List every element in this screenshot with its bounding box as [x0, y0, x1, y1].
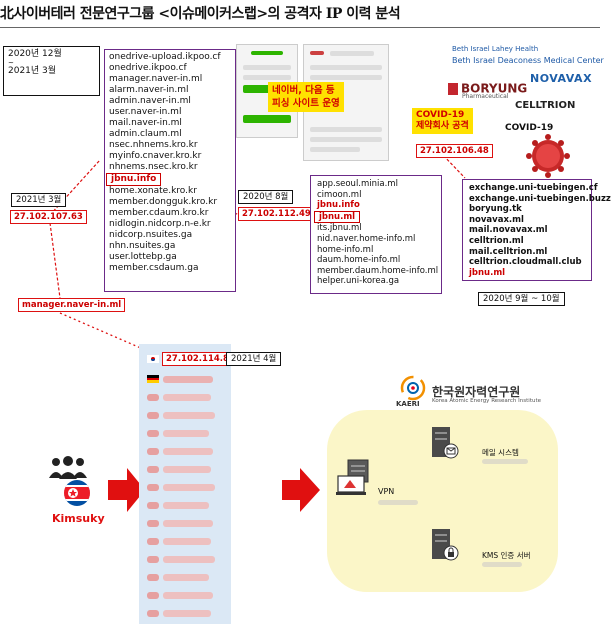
kaeri-logo-icon	[400, 375, 426, 401]
mail-system-label: 메일 시스템	[482, 448, 519, 457]
left-ip-date: 2021년 3월	[11, 193, 67, 207]
covid-attack-label: COVID-19 제약회사 공격	[412, 108, 473, 134]
mail-blurred-text	[482, 459, 528, 464]
vpn-blurred-text	[378, 500, 418, 505]
boryung-sub: Pharmaceutical	[462, 93, 509, 100]
covid-attack-line2: 제약회사 공격	[416, 121, 469, 131]
domain-item: user.lottebp.ga	[109, 252, 177, 262]
domain-item-highlight: jbnu.ml	[314, 210, 361, 224]
domain-item: mail.celltrion.ml	[469, 246, 548, 257]
domain-item: app.seoul.minia.ml	[317, 179, 398, 189]
domain-list-mid: app.seoul.minia.ml cimoon.ml jbnu.info j…	[310, 175, 442, 294]
domain-item: boryung.tk	[469, 204, 522, 215]
domain-item: onedrive.ikpoo.cf	[109, 63, 187, 73]
domain-item: nhnems.nsec.kro.kr	[109, 162, 198, 172]
domain-item: mail.novavax.ml	[469, 225, 548, 236]
novavax-logo: NOVAVAX	[530, 72, 593, 85]
arrow-kimsuky-to-panel	[108, 468, 145, 512]
hacker-group-icon	[49, 456, 87, 479]
domain-item: nid.naver.home-info.ml	[317, 233, 416, 244]
page-title: 北사이버테러 전문연구그룹 <이슈메이커스랩>의 공격자 IP 이력 분석	[0, 6, 401, 22]
domain-item: admin.claum.ml	[109, 129, 182, 139]
domain-item: alarm.naver-in.ml	[109, 85, 189, 95]
domain-item: helper.uni-korea.ga	[317, 276, 400, 287]
domain-item: home.xonate.kro.kr	[109, 186, 197, 196]
kaeri-name: 한국원자력연구원	[432, 385, 521, 399]
celltrion-logo: CELLTRION	[515, 100, 576, 111]
vpn-server-icon	[336, 459, 369, 495]
domain-item: exchange.uni-tuebingen.buzz	[469, 193, 611, 204]
domain-item-highlight: jbnu.info	[106, 173, 162, 186]
domain-item: nsec.nhnems.kro.kr	[109, 140, 198, 150]
boryung-logo: BORYUNG	[448, 78, 527, 97]
link-left-ip-manager	[49, 222, 61, 299]
phishing-label: 네이버, 다음 등 피싱 사이트 운영	[268, 82, 344, 112]
kaeri-abbr: KAERI	[396, 400, 420, 408]
domain-item: member.daum.home-info.ml	[317, 265, 439, 276]
domain-item: member.dongguk.kro.kr	[109, 197, 218, 207]
right-ip-date: 2020년 9월 ~ 10월	[478, 292, 565, 306]
domain-item-highlight: jbnu.info	[317, 200, 360, 211]
north-korea-flag-icon	[64, 480, 90, 506]
mid-ip: 27.102.112.49	[238, 207, 315, 221]
boryung-name: BORYUNG	[461, 81, 528, 96]
bilh-logo: Beth Israel Lahey Health	[452, 45, 539, 53]
date-tilde: ~	[8, 59, 14, 67]
kms-server-label: KMS 인증 서버	[482, 551, 531, 560]
date-range-box: 2020년 12월 ~ 2021년 3월	[3, 46, 100, 96]
kaeri-eng: Korea Atomic Energy Research Institute	[432, 398, 542, 404]
domain-item: myinfo.cnaver.kro.kr	[109, 151, 202, 161]
vpn-label: VPN	[378, 487, 395, 496]
kimsuky-label: Kimsuky	[52, 512, 105, 525]
domain-item: admin.naver-in.ml	[109, 96, 191, 106]
date-to: 2021년 3월	[8, 66, 57, 76]
phishing-label-line2: 피싱 사이트 운영	[272, 98, 340, 109]
manager-domain: manager.naver-in.ml	[18, 298, 126, 312]
domain-item: cimoon.ml	[317, 189, 362, 200]
domain-list-right: exchange.uni-tuebingen.cf exchange.uni-t…	[462, 179, 611, 281]
domain-list-left: onedrive-upload.ikpoo.cf onedrive.ikpoo.…	[104, 49, 236, 292]
domain-item: daum.home-info.ml	[317, 255, 401, 266]
arrow-panel-to-network	[282, 468, 320, 512]
domain-item: novavax.ml	[469, 214, 524, 225]
domain-item: member.csdaum.ga	[109, 263, 199, 273]
domain-item: home-info.ml	[317, 244, 374, 255]
title-divider	[0, 27, 600, 28]
date-from: 2020년 12월	[8, 49, 62, 59]
domain-item: nidcorp.nsuites.ga	[109, 230, 193, 240]
domain-item: celltrion.ml	[469, 235, 524, 246]
left-ip: 27.102.107.63	[10, 210, 87, 224]
domain-item: onedrive-upload.ikpoo.cf	[109, 52, 221, 62]
phishing-label-line1: 네이버, 다음 등	[272, 85, 335, 96]
domain-item: manager.naver-in.ml	[109, 74, 203, 84]
boryung-mark	[448, 82, 458, 95]
domain-item: celltrion.cloudmall.club	[469, 257, 582, 268]
domain-item-highlight: jbnu.ml	[469, 267, 506, 278]
domain-item: nidlogin.nidcorp.n-e.kr	[109, 219, 211, 229]
domain-item: nhn.nsuites.ga	[109, 241, 176, 251]
korea-flag-icon	[147, 355, 159, 363]
bottom-ip-date: 2021년 4월	[226, 352, 282, 366]
domain-item: user.naver-in.ml	[109, 107, 182, 117]
germany-flag-icon	[147, 375, 159, 383]
domain-item: member.cdaum.kro.kr	[109, 208, 209, 218]
mail-server-icon	[432, 427, 459, 459]
covid-attack-line1: COVID-19	[416, 110, 465, 120]
domain-item: its.jbnu.ml	[317, 223, 362, 234]
domain-item: exchange.uni-tuebingen.cf	[469, 183, 598, 193]
coronavirus-icon	[526, 134, 570, 178]
kms-blurred-text	[482, 562, 522, 567]
domain-item: mail.naver-in.ml	[109, 118, 182, 128]
right-ip: 27.102.106.48	[416, 144, 493, 158]
kms-server-icon	[432, 529, 459, 561]
manager-link-down	[59, 312, 151, 353]
mid-ip-date: 2020년 8월	[238, 190, 294, 204]
bidmc-logo: Beth Israel Deaconess Medical Center	[452, 56, 604, 65]
covid-label: COVID-19	[505, 123, 554, 133]
